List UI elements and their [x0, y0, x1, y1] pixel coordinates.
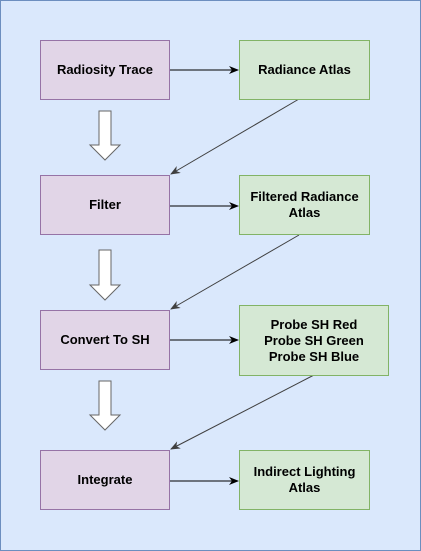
arrow-probe-to-integrate — [170, 374, 315, 450]
stage-label: Filter — [89, 197, 121, 212]
block-arrow-convert-to-integrate — [88, 380, 122, 431]
output-probe-sh: Probe SH Red Probe SH Green Probe SH Blu… — [239, 305, 389, 376]
output-label: Indirect Lighting Atlas — [253, 464, 356, 495]
block-arrow-radiosity-to-filter — [88, 110, 122, 161]
stage-label: Integrate — [77, 472, 133, 487]
stage-filter: Filter — [40, 175, 170, 235]
output-radiance-atlas: Radiance Atlas — [239, 40, 370, 100]
output-label: Probe SH Red Probe SH Green Probe SH Blu… — [264, 316, 364, 364]
output-label: Filtered Radiance Atlas — [250, 189, 359, 220]
output-indirect-lighting-atlas: Indirect Lighting Atlas — [239, 450, 370, 510]
arrow-radiance-to-filter — [170, 98, 300, 175]
stage-label: Radiosity Trace — [56, 62, 154, 77]
stage-label: Convert To SH — [60, 332, 150, 347]
output-label: Radiance Atlas — [258, 62, 351, 77]
arrow-filtered-to-convert — [170, 234, 300, 310]
stage-radiosity-trace: Radiosity Trace — [40, 40, 170, 100]
output-filtered-radiance-atlas: Filtered Radiance Atlas — [239, 175, 370, 235]
block-arrow-filter-to-convert — [88, 249, 122, 301]
stage-convert-to-sh: Convert To SH — [40, 310, 170, 370]
stage-integrate: Integrate — [40, 450, 170, 510]
